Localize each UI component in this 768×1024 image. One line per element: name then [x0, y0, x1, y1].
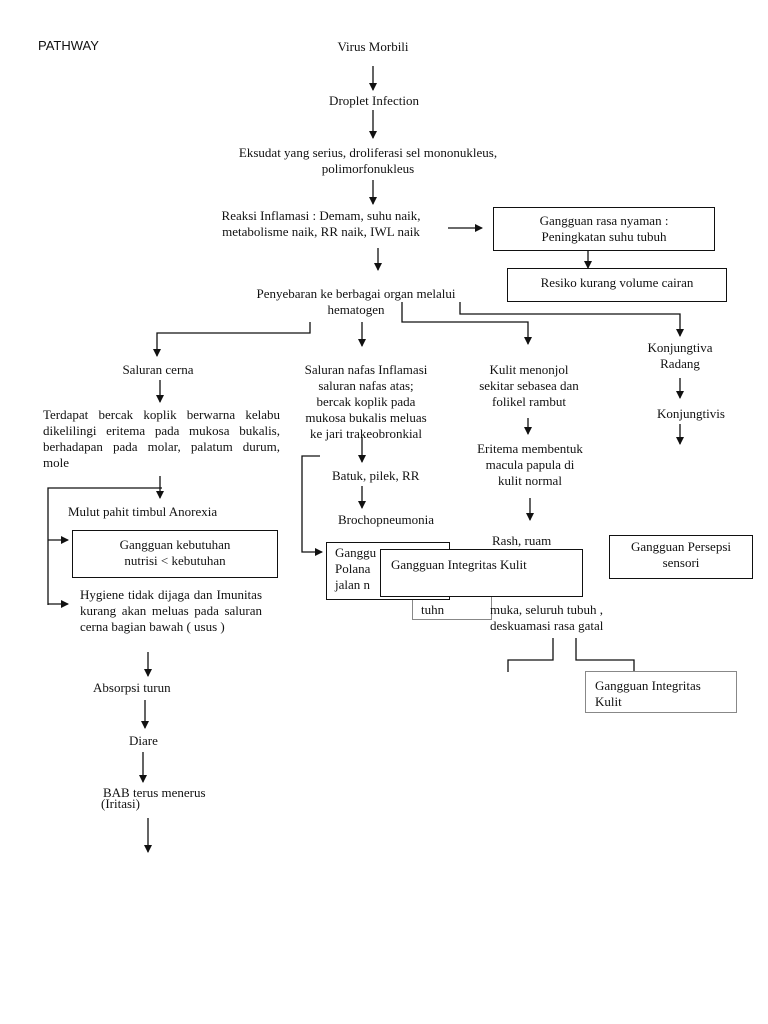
node-bab: BAB terus menerus [103, 785, 206, 800]
box-hidden-fragment: tuhn [412, 596, 492, 620]
node-eritema: Eritema membentuk macula papula di kulit… [477, 441, 583, 488]
node-hygiene: Hygiene tidak dijaga dan Imunitas kurang… [80, 587, 262, 634]
box-gangguan-rasa-nyaman: Gangguan rasa nyaman : Peningkatan suhu … [493, 207, 715, 251]
pathway-heading: PATHWAY [38, 38, 99, 53]
node-iritasi: (Iritasi) [101, 796, 140, 811]
node-penyebaran: Penyebaran ke berbagai organ melalui hem… [256, 286, 456, 317]
node-virus-morbili: Virus Morbili [337, 39, 409, 54]
node-konjungtivis: Konjungtivis [657, 406, 725, 421]
node-saluran-cerna: Saluran cerna [122, 362, 194, 377]
node-droplet-infection: Droplet Infection [329, 93, 419, 108]
node-konjungtiva-radang: Konjungtiva Radang [647, 340, 713, 371]
node-kulit-menonjol: Kulit menonjol sekitar sebasea dan folik… [479, 362, 579, 409]
node-rash-ruam: Rash, ruam [492, 533, 552, 548]
box-gangguan-nutrisi: Gangguan kebutuhan nutrisi < kebutuhan [72, 530, 278, 578]
node-eksudat: Eksudat yang serius, droliferasi sel mon… [238, 145, 498, 176]
node-absorpsi-turun: Absorpsi turun [93, 680, 171, 695]
node-mulut-pahit: Mulut pahit timbul Anorexia [68, 504, 218, 519]
box-gangguan-integritas-kulit: Gangguan Integritas Kulit [380, 549, 583, 597]
node-muka: muka, seluruh tubuh , deskuamasi rasa ga… [490, 602, 604, 633]
box-gangguan-integritas-kulit-bottom: Gangguan Integritas Kulit [585, 671, 737, 713]
node-diare: Diare [129, 733, 158, 748]
node-reaksi-inflamasi: Reaksi Inflamasi : Demam, suhu naik, met… [221, 208, 421, 239]
node-bronchopneumonia: Brochopneumonia [338, 512, 435, 527]
box-gangguan-persepsi-sensori: Gangguan Persepsi sensori [609, 535, 753, 579]
box-resiko-volume-cairan: Resiko kurang volume cairan [507, 268, 727, 302]
node-saluran-nafas: Saluran nafas Inflamasi saluran nafas at… [304, 362, 428, 441]
node-bercak-koplik: Terdapat bercak koplik berwarna kelabu d… [43, 407, 280, 470]
node-batuk-pilek: Batuk, pilek, RR [332, 468, 420, 483]
